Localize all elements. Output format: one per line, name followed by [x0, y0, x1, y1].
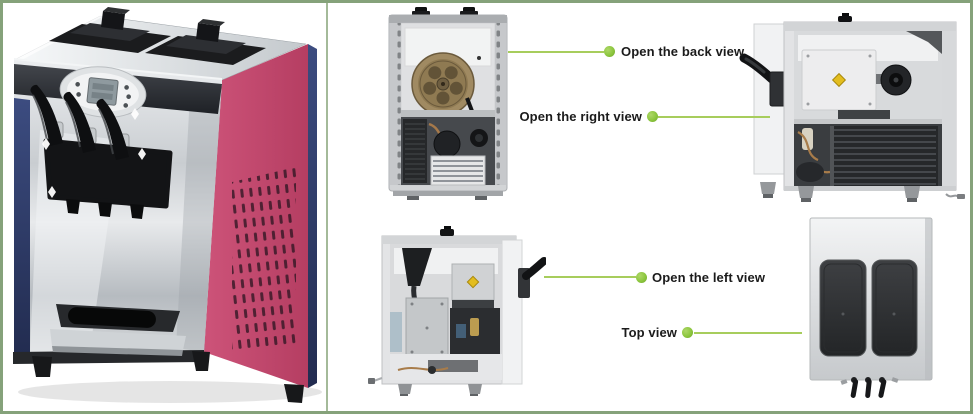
- panel-divider: [326, 3, 328, 411]
- leader-line-left: [544, 276, 636, 278]
- bullet-icon-back[interactable]: [604, 46, 615, 57]
- bullet-icon-right[interactable]: [647, 111, 658, 122]
- open-left-view-label[interactable]: Open the left view: [652, 270, 766, 285]
- machine-right-view-image: [739, 13, 965, 202]
- ice-cream-machine-front-image: [13, 7, 322, 403]
- machine-top-view-image: [809, 217, 933, 399]
- top-view-label[interactable]: Top view: [621, 325, 677, 340]
- bullet-icon-top[interactable]: [682, 327, 693, 338]
- machine-back-view-image: [388, 7, 508, 200]
- leader-line-top: [694, 332, 802, 334]
- bullet-icon-left[interactable]: [636, 272, 647, 283]
- leader-line-right: [658, 116, 770, 118]
- open-right-view-label[interactable]: Open the right view: [519, 109, 642, 124]
- machine-left-view-image: [368, 226, 546, 396]
- open-back-view-label[interactable]: Open the back view: [621, 44, 745, 59]
- leader-line-back: [508, 51, 604, 53]
